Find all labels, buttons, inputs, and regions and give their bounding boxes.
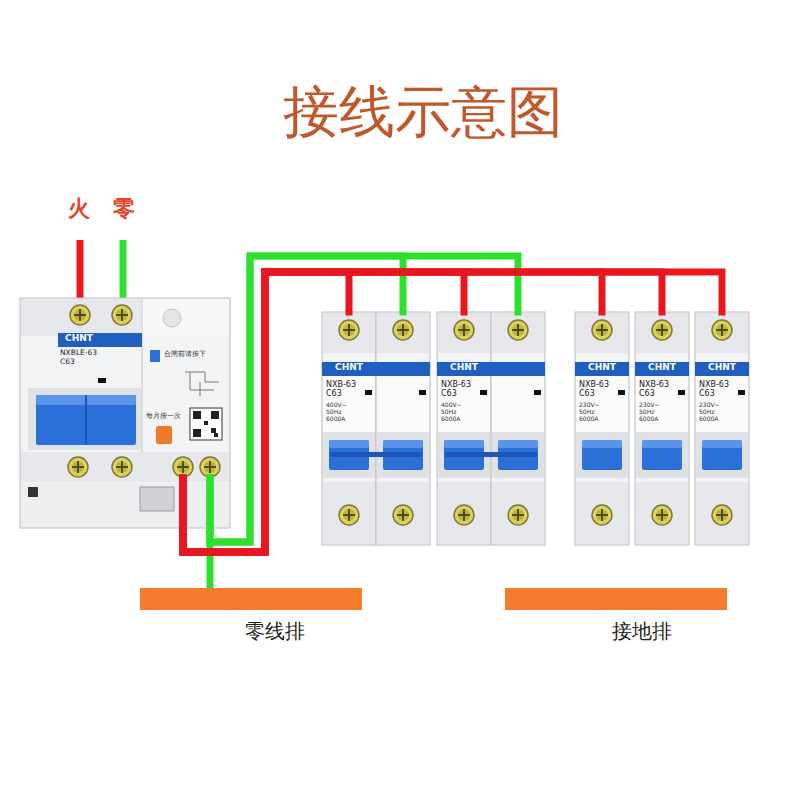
rcbo-breaker-part bbox=[142, 299, 229, 336]
rcbo-breaker-part bbox=[214, 433, 218, 437]
two-pole-breaker-part bbox=[437, 362, 545, 376]
rcbo-breaker-part bbox=[68, 457, 88, 477]
instruction-text: 每月按一次 bbox=[146, 412, 194, 420]
rcbo-breaker-part bbox=[21, 452, 229, 482]
instruction-text: 合闸前请按下 bbox=[164, 350, 228, 358]
rcbo-breaker-part bbox=[140, 487, 174, 511]
one-pole-breaker bbox=[695, 312, 749, 545]
rcbo-breaker-part bbox=[156, 426, 172, 444]
two-pole-breaker-part bbox=[322, 362, 430, 376]
rating-text: 400V~ 50Hz 6000A bbox=[441, 402, 475, 423]
rcbo-breaker-part bbox=[193, 411, 201, 419]
wire bbox=[210, 256, 518, 542]
two-pole-breaker: CHNT NXB-63 C63 400V~ 50Hz 6000A bbox=[322, 312, 430, 545]
one-pole-breaker bbox=[635, 312, 689, 545]
two-pole-breaker-part bbox=[376, 312, 430, 545]
rcbo-breaker-part bbox=[58, 333, 142, 347]
one-pole-breaker: CHNT NXB-63 C63 230V~ 50Hz 6000A bbox=[635, 312, 689, 545]
two-pole-breaker: CHNT NXB-63 C63 400V~ 50Hz 6000A bbox=[437, 312, 545, 545]
rcbo-breaker-part bbox=[163, 309, 181, 327]
rcbo-breaker-part bbox=[85, 395, 87, 445]
rcbo-breaker-part bbox=[211, 411, 219, 419]
rcbo-breaker-part bbox=[173, 457, 193, 477]
diagram-title: 接线示意图 bbox=[283, 78, 563, 145]
rcbo-breaker-part bbox=[28, 487, 38, 497]
one-pole-breaker-part bbox=[635, 312, 689, 545]
rcbo-breaker-part bbox=[20, 298, 230, 528]
wire bbox=[210, 256, 403, 542]
two-pole-breaker-part bbox=[322, 312, 376, 545]
rating-text: 230V~ 50Hz 6000A bbox=[699, 402, 733, 423]
brand-badge: CHNT bbox=[326, 362, 372, 372]
wire bbox=[207, 478, 214, 588]
rcbo-breaker-part bbox=[193, 429, 201, 437]
wire bbox=[183, 272, 602, 552]
rcbo-breaker-part bbox=[70, 305, 90, 325]
rcbo-breaker-part bbox=[185, 372, 219, 396]
rcbo-breaker-part bbox=[190, 408, 222, 440]
rcbo-breaker-part bbox=[21, 483, 229, 527]
brand-badge: CHNT bbox=[639, 362, 685, 372]
rating-text: 400V~ 50Hz 6000A bbox=[326, 402, 360, 423]
one-pole-breaker-part bbox=[635, 362, 689, 376]
rcbo-breaker bbox=[20, 298, 230, 528]
wire bbox=[183, 272, 464, 552]
two-pole-breaker bbox=[322, 312, 430, 545]
brand-badge: CHNT bbox=[579, 362, 625, 372]
one-pole-breaker: CHNT NXB-63 C63 230V~ 50Hz 6000A bbox=[575, 312, 629, 545]
rcbo-breaker-part bbox=[21, 299, 141, 336]
rcbo-breaker-part bbox=[211, 428, 216, 433]
one-pole-breaker bbox=[575, 312, 629, 545]
rcbo-breaker-part bbox=[28, 388, 141, 450]
rcbo-breaker-part bbox=[98, 378, 106, 383]
two-pole-breaker-part bbox=[330, 452, 422, 457]
rcbo-breaker-part bbox=[200, 457, 220, 477]
model-number: NXB-63 C63 bbox=[639, 380, 675, 398]
brand-badge: CHNT bbox=[441, 362, 487, 372]
rcbo-breaker-part bbox=[36, 395, 136, 445]
rcbo-breaker-part bbox=[142, 298, 143, 452]
neutral-bar: 零线排 bbox=[140, 588, 362, 610]
one-pole-breaker-part bbox=[575, 362, 629, 376]
rating-text: 230V~ 50Hz 6000A bbox=[579, 402, 613, 423]
two-pole-breaker bbox=[437, 312, 545, 545]
one-pole-breaker-part bbox=[695, 362, 749, 376]
two-pole-breaker-part bbox=[437, 312, 491, 545]
model-number: NXBLE-63 C63 bbox=[60, 349, 108, 366]
two-pole-breaker-part bbox=[445, 452, 537, 457]
rcbo-breaker-part bbox=[150, 350, 160, 362]
rcbo-breaker-part bbox=[204, 421, 208, 425]
two-pole-breaker-part bbox=[491, 312, 545, 545]
wire-label: 零 bbox=[113, 196, 135, 221]
model-number: NXB-63 C63 bbox=[441, 380, 477, 398]
rcbo-breaker-part bbox=[112, 305, 132, 325]
input-wires-part bbox=[77, 240, 84, 305]
wire bbox=[183, 272, 722, 552]
wire-label: 火 bbox=[68, 196, 90, 221]
rating-text: 230V~ 50Hz 6000A bbox=[639, 402, 673, 423]
input-wires-part bbox=[120, 240, 127, 305]
model-number: NXB-63 C63 bbox=[699, 380, 735, 398]
model-number: NXB-63 C63 bbox=[326, 380, 362, 398]
rcbo-breaker-part bbox=[112, 457, 132, 477]
bar-label: 接地排 bbox=[612, 620, 672, 643]
rcbo-breaker: CHNT NXBLE-63 C63 合闸前请按下每月按一次 bbox=[20, 298, 230, 478]
one-pole-breaker-part bbox=[575, 312, 629, 545]
ground-bar: 接地排 bbox=[505, 588, 727, 610]
brand-badge: CHNT bbox=[699, 362, 745, 372]
input-wires bbox=[80, 240, 123, 305]
one-pole-breaker: CHNT NXB-63 C63 230V~ 50Hz 6000A bbox=[695, 312, 749, 545]
brand-badge: CHNT bbox=[58, 333, 100, 343]
wire bbox=[183, 272, 662, 552]
bar-label: 零线排 bbox=[245, 620, 305, 643]
model-number: NXB-63 C63 bbox=[579, 380, 615, 398]
one-pole-breaker-part bbox=[695, 312, 749, 545]
